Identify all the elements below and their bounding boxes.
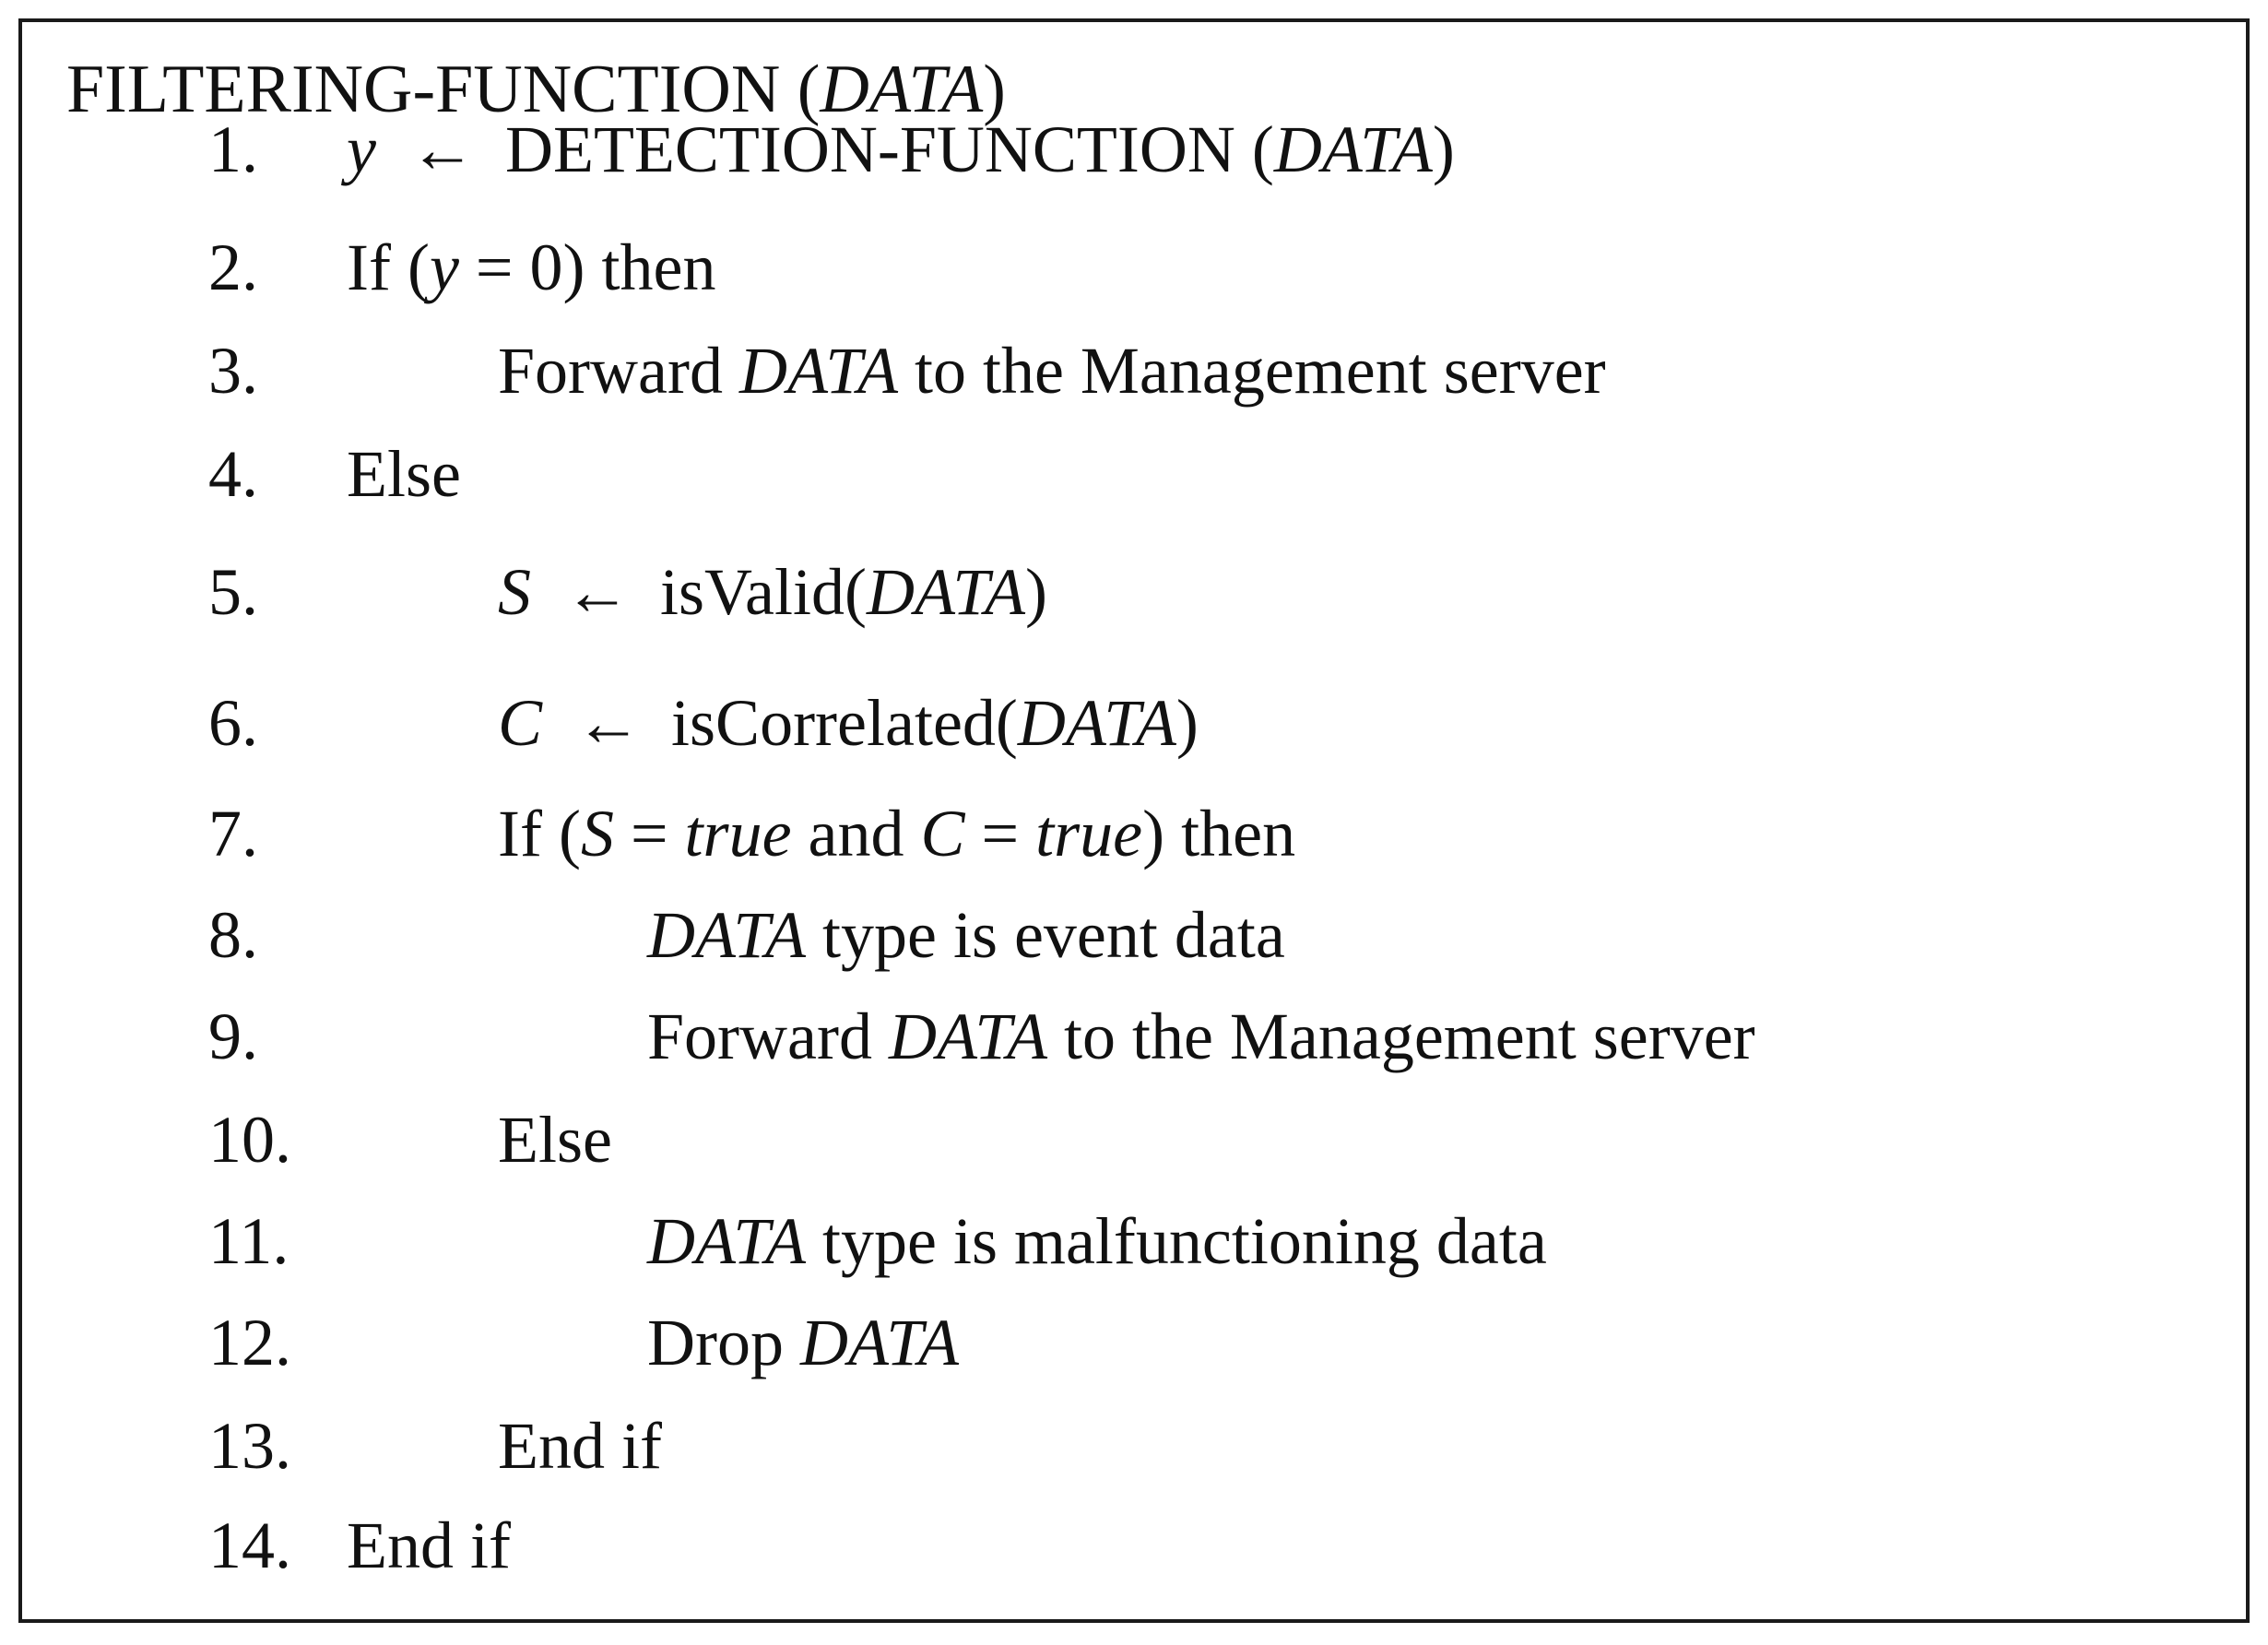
- line-text: DATA type is malfunctioning data: [647, 1190, 1547, 1292]
- line-text: S ← isValid(DATA): [498, 541, 1047, 643]
- math-variable: DATA: [799, 1306, 959, 1379]
- math-variable: DATA: [647, 1204, 806, 1278]
- line-fragment: End if: [498, 1409, 662, 1483]
- line-number: 12.: [208, 1306, 291, 1379]
- line-fragment: = 0) then: [458, 231, 716, 304]
- line-fragment: End if: [347, 1509, 511, 1582]
- line-text: C ← isCorrelated(DATA): [498, 672, 1199, 774]
- math-variable: DATA: [647, 898, 806, 972]
- math-variable: S: [580, 797, 614, 870]
- line-fragment: ): [1175, 686, 1199, 760]
- line-fragment: ): [1432, 112, 1455, 186]
- line-text: DATA type is event data: [647, 884, 1285, 986]
- line-fragment: If (: [498, 797, 581, 870]
- line-number: 10.: [208, 1103, 291, 1177]
- line-fragment: If (: [347, 231, 430, 304]
- assign-arrow: ←: [392, 112, 492, 186]
- line-number: 2.: [208, 231, 258, 304]
- line-text: Drop DATA: [647, 1292, 959, 1393]
- line-number: 1.: [208, 112, 258, 186]
- math-variable: DATA: [738, 334, 898, 408]
- line-text: Else: [347, 423, 461, 525]
- assign-arrow: ←: [559, 686, 659, 760]
- line-number: 7.: [208, 797, 258, 870]
- line-text: If (S = true and C = true) then: [498, 783, 1295, 884]
- algorithm-box: FILTERING-FUNCTION (DATA) 1. y ← DETECTIO…: [18, 18, 2250, 1623]
- line-number: 5.: [208, 555, 258, 629]
- line-number: 9.: [208, 1000, 258, 1073]
- line-number: 14.: [208, 1509, 291, 1582]
- line-fragment: isCorrelated(: [671, 686, 1018, 760]
- line-fragment: Else: [498, 1103, 612, 1177]
- math-variable: DATA: [888, 1000, 1047, 1073]
- line-text: Forward DATA to the Management server: [498, 320, 1606, 421]
- line-fragment: Else: [347, 437, 461, 511]
- function-name: FILTERING-FUNCTION: [66, 52, 781, 127]
- line-fragment: ): [1024, 555, 1047, 629]
- line-fragment: ) then: [1142, 797, 1296, 870]
- function-param: DATA: [820, 52, 984, 127]
- assign-arrow: ←: [548, 555, 647, 629]
- line-fragment: DETECTION-FUNCTION (: [504, 112, 1274, 186]
- line-number: 4.: [208, 437, 258, 511]
- algorithm-title: FILTERING-FUNCTION (DATA): [66, 52, 1006, 127]
- line-fragment: type is malfunctioning data: [805, 1204, 1547, 1278]
- line-text: End if: [347, 1495, 511, 1596]
- math-variable: C: [498, 686, 543, 760]
- line-fragment: to the Management server: [897, 334, 1606, 408]
- math-variable: true: [684, 797, 792, 870]
- math-variable: DATA: [1273, 112, 1433, 186]
- line-number: 8.: [208, 898, 258, 972]
- line-fragment: Forward: [498, 334, 739, 408]
- line-number: 11.: [208, 1204, 289, 1278]
- line-text: End if: [498, 1395, 662, 1497]
- line-text: If (y = 0) then: [347, 217, 715, 318]
- line-number: 6.: [208, 686, 258, 760]
- math-variable: DATA: [866, 555, 1025, 629]
- math-variable: true: [1035, 797, 1143, 870]
- math-variable: y: [429, 231, 459, 304]
- line-fragment: =: [613, 797, 685, 870]
- line-fragment: =: [964, 797, 1036, 870]
- line-number: 3.: [208, 334, 258, 408]
- math-variable: DATA: [1017, 686, 1176, 760]
- line-fragment: Drop: [647, 1306, 800, 1379]
- line-text: Else: [498, 1089, 612, 1190]
- line-fragment: type is event data: [805, 898, 1285, 972]
- line-fragment: isValid(: [660, 555, 867, 629]
- math-variable: S: [498, 555, 531, 629]
- line-text: y ← DETECTION-FUNCTION (DATA): [347, 99, 1455, 200]
- line-fragment: and: [791, 797, 921, 870]
- math-variable: y: [347, 112, 376, 186]
- line-fragment: Forward: [647, 1000, 889, 1073]
- math-variable: C: [920, 797, 965, 870]
- line-fragment: to the Management server: [1046, 1000, 1755, 1073]
- line-text: Forward DATA to the Management server: [647, 986, 1755, 1087]
- line-number: 13.: [208, 1409, 291, 1483]
